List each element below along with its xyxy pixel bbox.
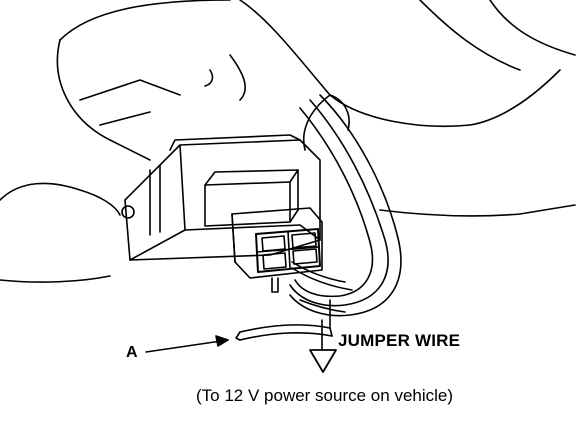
jumper-wire [235,299,337,373]
harness-connector [231,207,323,293]
callout-a-label: A [126,344,138,361]
wire-harness [289,94,402,317]
jumper-wire-label: JUMPER WIRE [338,331,461,350]
power-source-note: (To 12 V power source on vehicle) [196,386,454,405]
dashboard-panel [0,0,576,283]
callout-a-arrow [145,335,229,353]
resistor-housing [121,134,321,261]
